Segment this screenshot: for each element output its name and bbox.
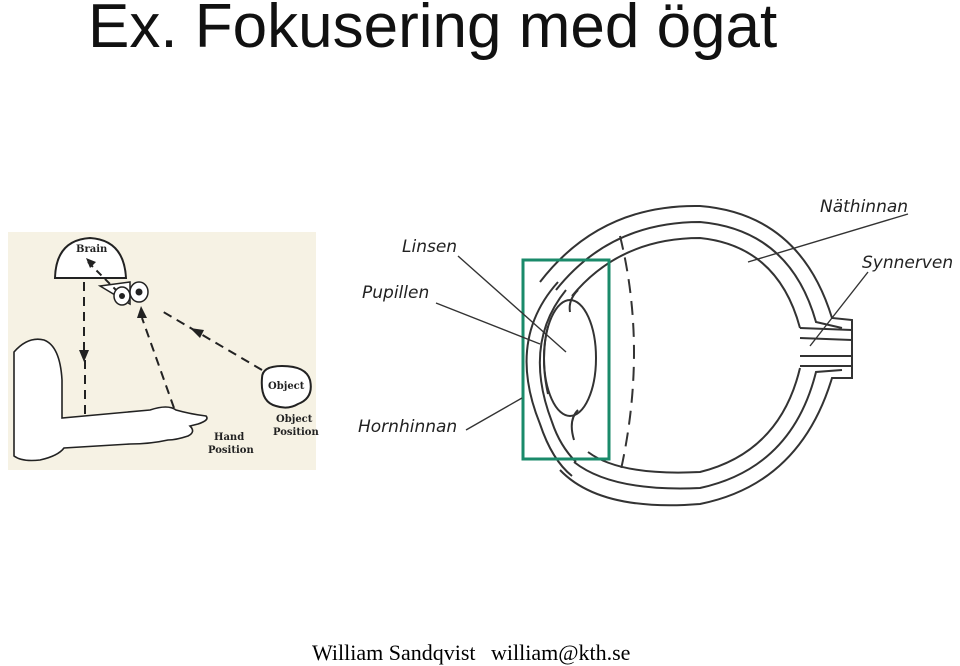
footer-email[interactable]: william@kth.se xyxy=(491,640,631,665)
optic-nerve-lines xyxy=(799,327,853,367)
arrowhead-object xyxy=(190,328,204,338)
label-optic-nerve: Synnerven xyxy=(862,253,953,273)
object-position-label-2: Position xyxy=(273,427,319,438)
object-position-label-1: Object xyxy=(276,414,313,425)
leader-lines xyxy=(435,213,909,431)
pupil-right xyxy=(135,288,143,296)
sclera-inner-bottom xyxy=(573,369,843,490)
label-pupil: Pupillen xyxy=(362,283,429,303)
lens xyxy=(543,299,597,417)
retina-bottom xyxy=(587,367,801,474)
object-label: Object xyxy=(268,381,305,392)
hand-position-label-2: Position xyxy=(208,445,254,456)
arrowhead-eye-hand xyxy=(137,306,147,318)
footer-author: William Sandqvist xyxy=(312,640,476,665)
leader-pupil xyxy=(435,302,541,345)
cornea-outer xyxy=(525,281,573,477)
vitreous-boundary xyxy=(619,235,635,475)
sclera-inner-top xyxy=(555,220,843,329)
leader-optic-nerve xyxy=(809,271,869,347)
pupil-edge xyxy=(543,325,549,395)
retina-top xyxy=(571,236,801,329)
label-lens: Linsen xyxy=(402,237,457,257)
pupil-left xyxy=(119,293,125,299)
leader-cornea xyxy=(465,397,523,431)
brain-label: Brain xyxy=(76,244,108,255)
eye-cross-section xyxy=(525,204,853,507)
slide-title: Ex. Fokusering med ögat xyxy=(88,0,778,61)
cornea-inner xyxy=(538,289,577,463)
brain-shape xyxy=(53,236,128,279)
hand-position-label-1: Hand xyxy=(214,432,244,443)
leader-lens xyxy=(457,255,567,353)
label-retina: Näthinnan xyxy=(820,197,908,217)
label-cornea: Hornhinnan xyxy=(358,417,457,437)
leader-retina xyxy=(747,213,909,263)
sclera-outer xyxy=(539,204,853,507)
hand-to-eye-arrow xyxy=(141,317,175,409)
object-shape xyxy=(260,364,312,409)
object-to-eye-arrow xyxy=(159,309,263,371)
lens-highlight-box xyxy=(521,258,611,461)
arrowhead-down xyxy=(79,350,89,362)
iris xyxy=(568,289,579,441)
slide-footer: William Sandqvist william@kth.se xyxy=(312,640,640,666)
eye-to-brain-arrow xyxy=(87,261,117,291)
hand-eye-figure: Brain Object Object Position Hand Positi… xyxy=(8,232,319,470)
arm-shape xyxy=(13,338,208,462)
arrowhead-brain xyxy=(86,258,96,268)
